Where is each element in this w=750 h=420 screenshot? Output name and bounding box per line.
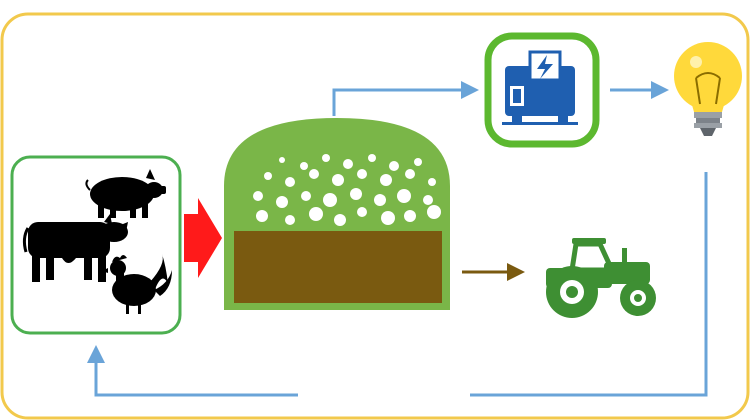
gas-bubble xyxy=(300,162,308,170)
gas-bubble xyxy=(368,154,376,162)
tractor-icon xyxy=(546,238,656,318)
gas-bubble xyxy=(332,174,344,186)
return-flow-line-right xyxy=(470,172,708,397)
gas-bubble xyxy=(357,169,367,179)
gas-bubble xyxy=(389,161,399,171)
gas-bubble xyxy=(404,210,416,222)
gas-bubble xyxy=(285,215,295,225)
generator-icon xyxy=(484,32,600,148)
lightning-icon xyxy=(537,55,553,79)
gas-bubble xyxy=(343,159,353,169)
pig-icon xyxy=(85,169,166,218)
cow-icon xyxy=(22,214,128,282)
gas-bubble xyxy=(423,195,433,205)
gas-bubble xyxy=(279,157,285,163)
gas-bubbles xyxy=(253,154,441,226)
gas-bubble xyxy=(397,189,411,203)
gas-bubble xyxy=(301,191,311,201)
feed-arrow xyxy=(184,198,222,278)
gas-bubble xyxy=(264,172,272,180)
gas-bubble xyxy=(405,169,415,179)
gas-bubble xyxy=(428,178,436,186)
gas-bubble xyxy=(357,207,367,217)
gas-bubble xyxy=(256,210,268,222)
gas-bubble xyxy=(374,194,386,206)
gas-bubble xyxy=(276,196,288,208)
return-flow-arrow-left xyxy=(87,345,298,397)
gas-bubble xyxy=(323,193,337,207)
gas-bubble xyxy=(253,191,263,201)
digestate-layer xyxy=(234,231,442,303)
gas-bubble xyxy=(414,158,422,166)
gas-flow-arrow xyxy=(332,81,479,116)
gas-bubble xyxy=(309,207,323,221)
biodigester-icon xyxy=(224,118,450,310)
livestock-box xyxy=(10,155,182,335)
gas-bubble xyxy=(350,188,362,200)
gas-bubble xyxy=(309,169,319,179)
light-bulb-icon xyxy=(674,42,742,136)
gas-bubble xyxy=(322,154,330,162)
gas-bubble xyxy=(427,205,441,219)
rooster-icon xyxy=(102,254,172,314)
gas-bubble xyxy=(334,214,346,226)
gas-bubble xyxy=(381,211,395,225)
outer-frame xyxy=(0,12,750,420)
gas-bubble xyxy=(380,174,392,186)
gas-bubble xyxy=(285,177,295,187)
